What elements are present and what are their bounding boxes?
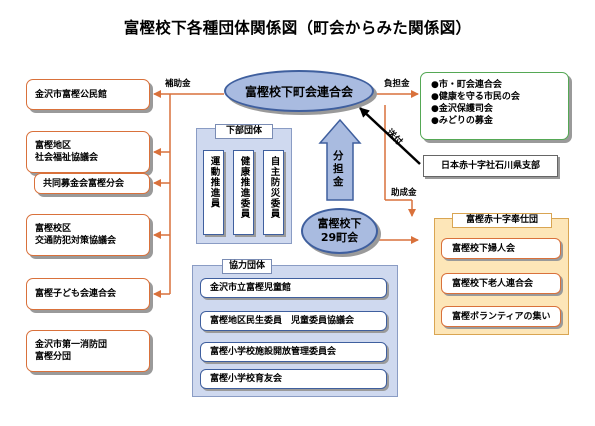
fire-brigade-line1: 金沢市第一消防団 (35, 340, 108, 350)
kominkan-label: 金沢市富樫公民館 (35, 89, 108, 100)
coop-group-item: 富樫地区民生委員 児童委員協議会 (200, 311, 387, 331)
welfare-council-box: 富樫地区 社会福祉協議会 (26, 131, 150, 173)
coop-group-item: 富樫小学校育友会 (200, 369, 387, 389)
fire-brigade-box: 金沢市第一消防団 富樫分団 (26, 330, 150, 372)
burden-recipient-item: ●健康を守る市民の会 (431, 92, 520, 102)
delivery-arrow (359, 107, 421, 165)
traffic-council-line2: 交通防犯対策協議会 (35, 236, 117, 246)
quota-label: 分担金 (333, 150, 344, 188)
coop-group-label: 富樫小学校施設開放管理委員会 (210, 347, 337, 357)
town-federation-label: 富樫校下町会連合会 (244, 84, 353, 99)
subsidy-label: 補助金 (165, 79, 191, 89)
coop-group-label: 富樫小学校育友会 (210, 374, 283, 384)
sub-groups-title: 下部団体 (215, 124, 273, 139)
sub-group-exercise: 運動推進員 (203, 150, 224, 235)
service-group-label: 富樫校下老人連合会 (452, 278, 534, 289)
coop-group-label: 金沢市立富樫児童館 (210, 283, 292, 293)
sub-group-label: 運動推進員 (208, 156, 220, 209)
burden-recipient-item: ●金沢保護司会 (431, 104, 493, 114)
district-oval: 富樫校下 29町会 (301, 208, 378, 254)
coop-group-item: 金沢市立富樫児童館 (200, 278, 387, 298)
grant-label: 助成金 (391, 188, 417, 198)
district-line1: 富樫校下 (317, 217, 362, 230)
kids-association-label: 富樫子ども会連合会 (35, 289, 117, 299)
coop-group-label: 富樫地区民生委員 児童委員協議会 (210, 316, 355, 326)
burden-recipient-item: ●市・町会連合会 (431, 80, 502, 90)
district-line2: 29町会 (320, 231, 359, 244)
service-group-item: 富樫校下婦人会 (441, 238, 561, 259)
burden-recipient-item: ●みどりの募金 (431, 116, 493, 126)
red-cross-service-title: 富樫赤十字奉仕団 (452, 213, 552, 228)
service-group-label: 富樫校下婦人会 (452, 243, 516, 254)
sub-group-disaster: 自主防災委員 (263, 150, 284, 235)
service-group-item: 富樫校下老人連合会 (441, 273, 561, 294)
service-group-label: 富樫ボランティアの集い (452, 311, 551, 322)
red-cross-branch-box: 日本赤十字社石川県支部 (423, 155, 558, 177)
sub-group-health: 健康推進委員 (233, 150, 254, 235)
community-chest-label: 共同募金会富樫分会 (43, 178, 125, 189)
sub-group-label: 健康推進委員 (238, 156, 250, 219)
burden-recipients-box: ●市・町会連合会 ●健康を守る市民の会 ●金沢保護司会 ●みどりの募金 (420, 72, 569, 140)
traffic-council-box: 富樫校区 交通防犯対策協議会 (26, 214, 150, 256)
page-title: 富樫校下各種団体関係図（町会からみた関係図） (123, 19, 472, 37)
community-chest-box: 共同募金会富樫分会 (34, 173, 150, 194)
welfare-council-line1: 富樫地区 (35, 141, 72, 151)
coop-group-item: 富樫小学校施設開放管理委員会 (200, 342, 387, 362)
red-cross-branch-label: 日本赤十字社石川県支部 (440, 161, 540, 171)
town-federation-oval: 富樫校下町会連合会 (224, 70, 374, 112)
burden-label: 負担金 (384, 79, 410, 89)
traffic-council-line1: 富樫校区 (35, 224, 72, 234)
coop-groups-title: 協力団体 (222, 259, 272, 274)
fire-brigade-line2: 富樫分団 (35, 352, 72, 362)
kominkan-box: 金沢市富樫公民館 (26, 79, 150, 110)
quota-arrow (318, 118, 362, 201)
kids-association-box: 富樫子ども会連合会 (26, 278, 150, 310)
service-group-item: 富樫ボランティアの集い (441, 306, 561, 327)
sub-group-label: 自主防災委員 (268, 156, 280, 219)
welfare-council-line2: 社会福祉協議会 (35, 153, 99, 163)
